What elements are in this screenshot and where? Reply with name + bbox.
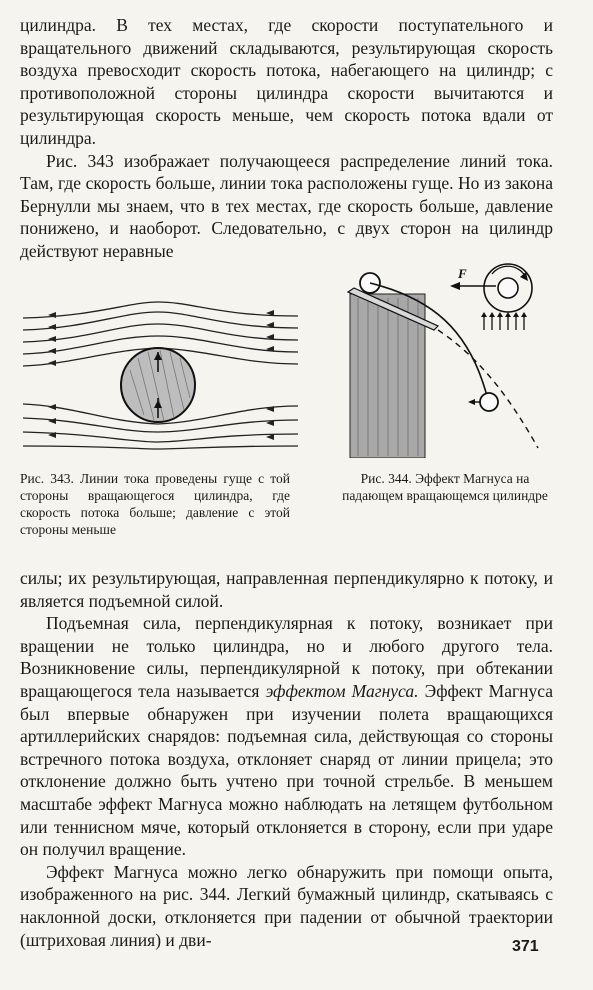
text-block-top: цилиндра. В тех местах, где скорости пос…: [20, 14, 553, 263]
figure-344-caption: Рис. 344. Эффект Магнуса на падающем вра…: [342, 471, 548, 503]
paragraph-text: Эффект Магнуса был впервые обнаружен при…: [20, 680, 554, 860]
paragraph-text: Подъемная сила, перпендикулярная к поток…: [20, 613, 553, 701]
figure-343-caption: Рис. 343. Линии тока проведены гуще с то…: [20, 471, 290, 537]
text-block-bottom: силы; их результирующая, направленная пе…: [20, 567, 553, 951]
figure-344-magnus-experiment: F: [346, 263, 539, 458]
term-magnus-effect: эффектом Магнуса.: [265, 680, 419, 701]
page-number: 371: [512, 938, 539, 955]
paragraph: Эффект Магнуса можно легко обнаружить пр…: [20, 861, 553, 950]
force-label: F: [457, 266, 467, 281]
paragraph: Подъемная сила, перпендикулярная к поток…: [20, 612, 553, 861]
paragraph: цилиндра. В тех местах, где скорости пос…: [20, 15, 553, 148]
paragraph: силы; их результирующая, направленная пе…: [20, 568, 553, 611]
figure-343-streamlines: [22, 301, 299, 450]
paragraph: Рис. 343 изображает получающееся распред…: [20, 150, 553, 261]
